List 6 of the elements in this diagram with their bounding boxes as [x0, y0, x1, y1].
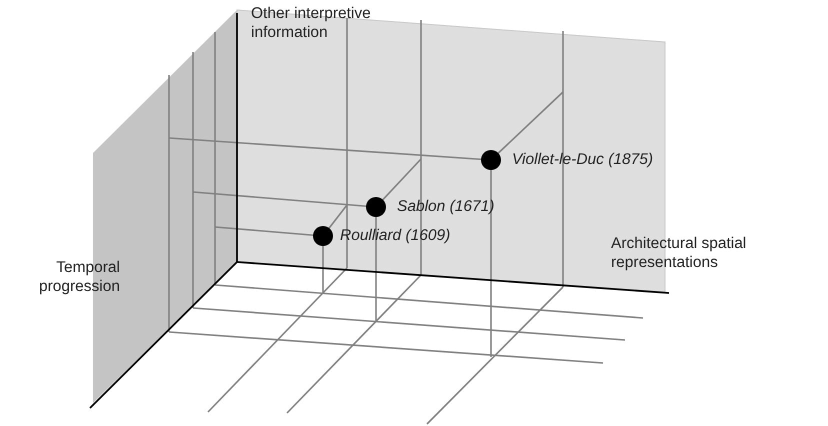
- axis-label: Temporal progression: [38, 258, 120, 296]
- point-label: Roulliard (1609): [340, 227, 450, 245]
- point-label: Sablon (1671): [397, 198, 494, 216]
- point-label: Viollet-le-Duc (1875): [512, 151, 653, 169]
- axis-label: Architectural spatial representations: [611, 234, 748, 272]
- axis-label: Other interpretive information: [251, 4, 372, 42]
